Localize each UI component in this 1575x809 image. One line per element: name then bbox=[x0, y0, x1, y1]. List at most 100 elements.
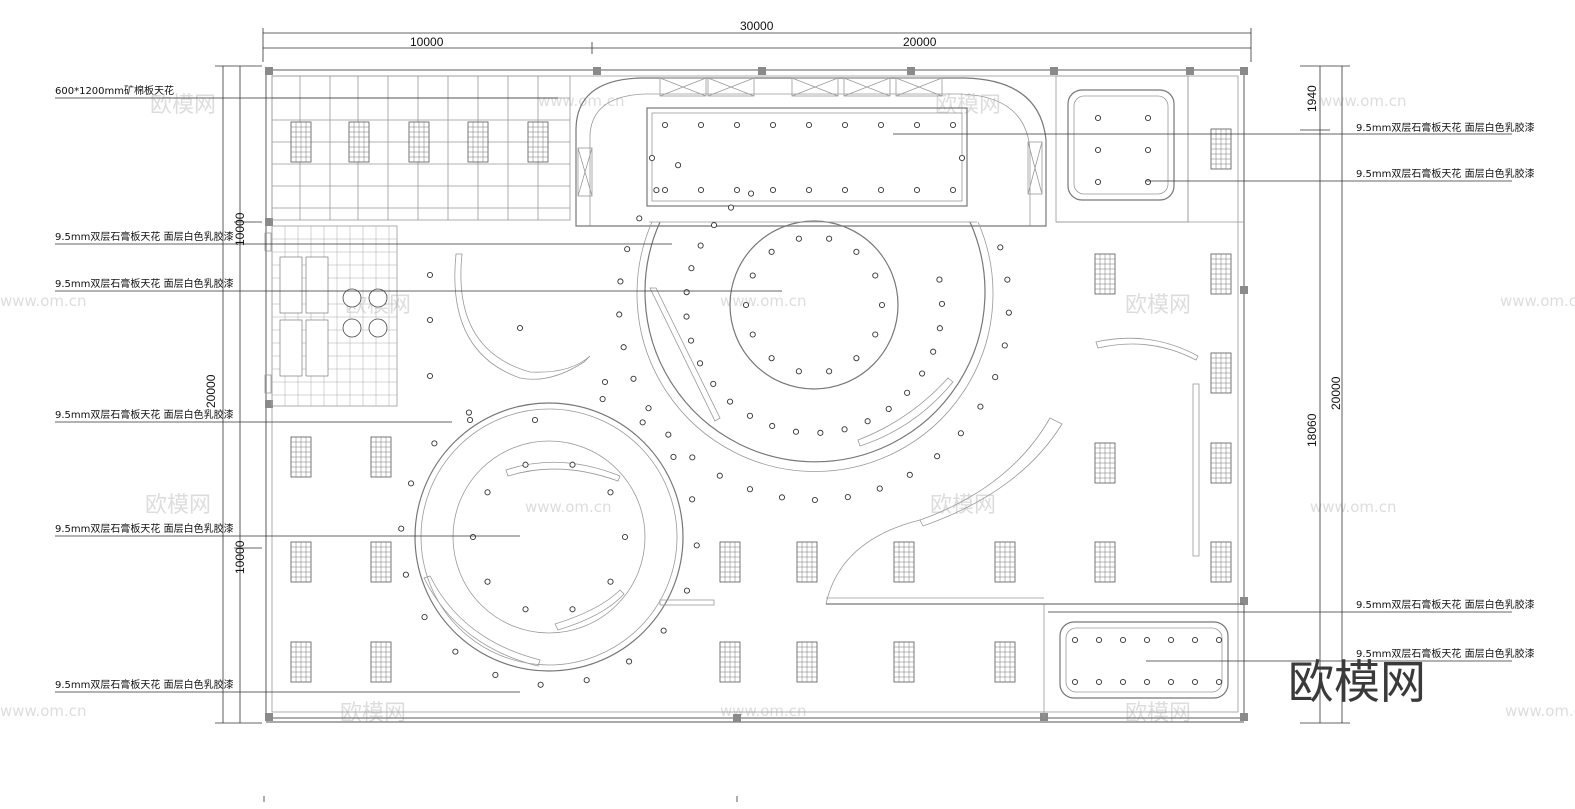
downlight bbox=[727, 204, 735, 211]
downlight bbox=[1144, 114, 1152, 122]
downlight bbox=[492, 671, 499, 678]
downlight bbox=[1191, 678, 1199, 686]
downlight bbox=[716, 472, 723, 479]
downlight bbox=[710, 222, 718, 229]
downlight bbox=[742, 301, 750, 309]
curved-sweep-bulkhead bbox=[825, 337, 1244, 605]
watermark-url: www.om.cn bbox=[0, 702, 87, 720]
watermark-url: www.om.cn bbox=[1310, 498, 1397, 516]
downlight bbox=[749, 331, 756, 338]
downlight bbox=[1215, 678, 1223, 686]
downlight bbox=[688, 337, 695, 344]
note-gypsum-ceiling: 9.5mm双层石膏板天花 面层白色乳胶漆 bbox=[1356, 598, 1535, 611]
watermark-url: www.om.cn bbox=[0, 292, 87, 310]
downlight bbox=[853, 355, 860, 362]
downlight bbox=[795, 368, 802, 375]
downlight bbox=[697, 121, 705, 129]
downlight bbox=[531, 416, 539, 424]
downlight bbox=[977, 403, 984, 410]
downlight bbox=[727, 398, 734, 405]
top-central-bulkhead bbox=[575, 77, 1047, 227]
dim-right-inner: 18060 bbox=[1305, 413, 1319, 447]
watermark-url: www.om.cn bbox=[1320, 92, 1407, 110]
downlight bbox=[746, 486, 754, 493]
watermark-brand: 欧模网 bbox=[935, 93, 1001, 118]
grille-light-fixture bbox=[1210, 442, 1232, 484]
downlight bbox=[1167, 678, 1175, 686]
downlight bbox=[997, 244, 1004, 251]
watermark-url: www.om.cn bbox=[1500, 292, 1575, 310]
downlight bbox=[616, 311, 623, 318]
grille-light-fixture bbox=[994, 541, 1016, 583]
downlight bbox=[992, 374, 999, 381]
grille-light-fixture bbox=[527, 121, 549, 163]
downlight bbox=[936, 325, 943, 332]
downlight bbox=[683, 289, 690, 296]
downlight bbox=[1144, 146, 1152, 154]
grille-light-fixture bbox=[796, 541, 818, 583]
note-gypsum-ceiling: 9.5mm双层石膏板天花 面层白色乳胶漆 bbox=[55, 522, 234, 535]
left-dimensions: 10000 20000 10000 bbox=[204, 65, 262, 724]
downlight bbox=[919, 370, 926, 377]
downlight bbox=[934, 453, 941, 460]
downlight bbox=[826, 368, 833, 375]
downlight bbox=[913, 121, 921, 129]
downlight bbox=[636, 215, 643, 222]
left-annotations: 600*1200mm矿棉板天花 9.5mm双层石膏板天花 面层白色乳胶漆 9.5… bbox=[55, 84, 782, 693]
downlight bbox=[1071, 678, 1079, 686]
large-circle-feature bbox=[636, 220, 994, 472]
downlight bbox=[710, 380, 717, 387]
downlight bbox=[607, 578, 614, 585]
left-arc-bulkhead bbox=[454, 253, 591, 380]
downlight bbox=[769, 186, 777, 194]
grille-light-fixture bbox=[1210, 253, 1232, 295]
downlight bbox=[421, 614, 428, 621]
grille-light-fixture bbox=[893, 641, 915, 683]
grille-light-fixture bbox=[290, 436, 312, 478]
downlight bbox=[693, 542, 700, 549]
grille-light-fixture bbox=[1210, 352, 1232, 394]
downlight bbox=[930, 348, 937, 355]
downlight bbox=[599, 396, 606, 403]
downlight bbox=[913, 186, 921, 194]
downlight bbox=[904, 389, 911, 396]
downlight bbox=[645, 405, 652, 412]
downlight bbox=[1071, 636, 1079, 644]
downlight bbox=[885, 405, 892, 412]
downlight bbox=[688, 265, 695, 272]
downlight bbox=[621, 533, 629, 541]
downlight bbox=[872, 272, 879, 279]
grille-light-fixture bbox=[994, 641, 1016, 683]
downlight bbox=[484, 489, 491, 496]
outer-walls bbox=[265, 69, 1245, 723]
dim-left-upper: 10000 bbox=[233, 212, 247, 246]
downlight bbox=[569, 461, 576, 468]
downlight bbox=[746, 412, 754, 419]
watermark-url: www.om.cn bbox=[720, 292, 807, 310]
downlight bbox=[624, 246, 631, 253]
downlight bbox=[1095, 636, 1103, 644]
downlight bbox=[1004, 276, 1011, 283]
downlight bbox=[853, 248, 860, 255]
grille-light-fixture bbox=[1210, 128, 1232, 170]
downlight bbox=[864, 418, 871, 425]
downlight bbox=[653, 187, 660, 194]
downlight bbox=[675, 162, 682, 169]
downlight bbox=[426, 316, 434, 324]
downlight bbox=[648, 154, 656, 162]
watermark-url: www.om.cn bbox=[525, 498, 612, 516]
downlight bbox=[1094, 178, 1102, 186]
dim-top-total: 30000 bbox=[740, 19, 774, 33]
downlight bbox=[452, 648, 459, 655]
downlight bbox=[661, 186, 669, 194]
downlight bbox=[841, 186, 849, 194]
downlight bbox=[1119, 636, 1127, 644]
downlight bbox=[795, 235, 802, 242]
dim-left-middle: 20000 bbox=[204, 374, 218, 408]
downlight bbox=[1094, 114, 1102, 122]
downlight bbox=[844, 493, 851, 501]
watermark-url: www.om.cn bbox=[1505, 702, 1575, 720]
downlight bbox=[872, 331, 879, 338]
watermark-brand: 欧模网 bbox=[150, 93, 216, 118]
watermark-brand: 欧模网 bbox=[1125, 293, 1191, 318]
